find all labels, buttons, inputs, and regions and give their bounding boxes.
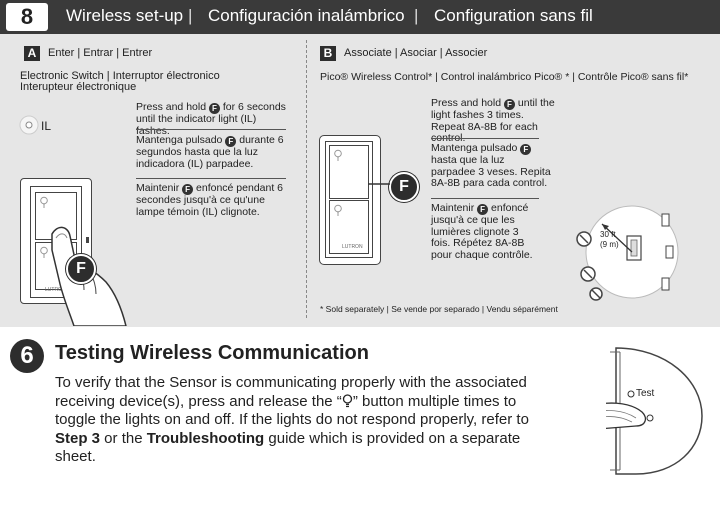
bulb-button-icon [342,393,352,407]
switch-brand-label: LUTRON [45,287,66,293]
panel-a-instruction-fr: Maintenir F enfoncé pendant 6 secondes j… [136,182,284,218]
panel-b-title: Associate | Asociar | Associer [344,47,488,59]
bulb-icon [334,204,342,216]
step-number-badge: 8 [6,3,48,31]
f-button-icon: F [208,103,220,114]
sensor-illustration [606,347,703,475]
sensor-test-label: Test [636,388,655,399]
divider-line [431,138,539,139]
panel-a-title: Enter | Entrar | Entrer [48,47,153,59]
step-6-heading: Testing Wireless Communication [55,342,369,364]
bulb-icon [334,149,342,161]
f-button-icon: F [225,136,237,147]
troubleshooting-reference: Troubleshooting [146,429,265,447]
f-button-icon: F [477,204,489,215]
setup-panels: A Enter | Entrar | Entrer Electronic Swi… [0,34,720,327]
f-button-icon: F [503,99,515,110]
panel-a-instruction-en: Press and hold F for 6 seconds until the… [136,101,286,137]
callout-line [368,183,390,185]
pico-wireless-control: LUTRON [319,135,381,265]
panel-divider [306,40,307,318]
step-6-badge: 6 [10,339,44,373]
panel-b-letter: B [320,46,336,61]
panel-b-instruction-es: Mantenga pulsado F hasta que la luz parp… [431,142,551,189]
pico-upper-button[interactable] [329,145,369,199]
panel-a-device-line2: Interupteur électronique [20,81,137,93]
wireless-range-diagram [576,205,679,301]
f-button-icon: F [520,144,532,155]
panel-a-letter: A [24,46,40,61]
step-header: 8 Wireless set-up | Configuración inalám… [0,0,720,34]
title-english: Wireless set-up [66,6,184,25]
il-label: IL [41,119,52,133]
step-6-body: To verify that the Sensor is communicati… [55,374,529,465]
panel-a-instruction-es: Mantenga pulsado F durante 6 segundos ha… [136,134,284,170]
switch-slider [86,237,89,243]
title-separator: | [414,6,419,25]
title-spanish: Configuración inalámbrico [208,6,405,25]
f-button-callout: F [66,254,96,284]
bulb-icon [40,196,48,208]
divider-line [431,198,539,199]
panel-b-footnote: * Sold separately | Se vende por separad… [320,304,558,314]
panel-a-device-line1: Electronic Switch | Interruptor électron… [20,70,220,82]
pico-brand-label: LUTRON [342,244,363,250]
range-feet-label: 30 ft [600,230,616,239]
indicator-light-icon [19,115,39,135]
bulb-icon [40,246,48,258]
title-separator: | [188,6,193,25]
range-meters-label: (9 m) [600,240,619,249]
divider-line [136,129,286,130]
divider-line [136,178,286,179]
title-french: Configuration sans fil [434,6,593,25]
f-button-callout: F [389,172,419,202]
panel-b-pico-line: Pico® Wireless Control* | Control inalám… [320,71,689,83]
pico-lower-button[interactable]: LUTRON [329,200,369,254]
panel-b-instruction-fr: Maintenir F enfoncé jusqu'à ce que les l… [431,202,533,261]
step-3-reference: Step 3 [55,429,101,447]
f-button-icon: F [182,184,194,195]
